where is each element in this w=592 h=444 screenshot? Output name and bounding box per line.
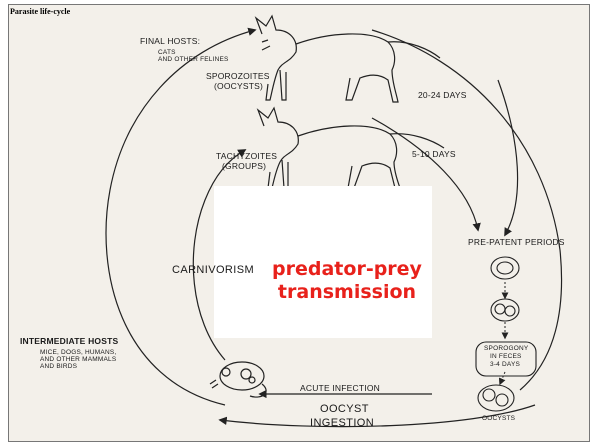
carnivorism-label: CARNIVORISM	[172, 265, 254, 277]
overlay-line-1: predator-prey	[272, 258, 422, 281]
days-20-24-label: 20-24 DAYS	[418, 91, 467, 100]
cycle-arrow-to-prepatent	[498, 80, 518, 235]
intermediate-detail-3: AND BIRDS	[40, 364, 77, 371]
cat-middle-figure	[258, 108, 444, 188]
sporozoites-label: SPOROZOITES	[206, 72, 270, 81]
oocyst-ingestion-line-1: OOCYST	[320, 404, 369, 416]
oocysts-label: OOCYSTS	[482, 416, 515, 423]
final-hosts-detail-2: AND OTHER FELINES	[158, 57, 229, 64]
final-hosts-label: FINAL HOSTS:	[140, 37, 200, 46]
overlay-line-2: transmission	[272, 281, 422, 304]
tachyzoites-sub: (GROUPS)	[222, 162, 266, 171]
pre-patent-label: PRE-PATENT PERIODS	[468, 238, 565, 247]
sporogony-line-1: SPOROGONY	[484, 346, 528, 353]
tachyzoites-label: TACHYZOITES	[216, 152, 277, 161]
acute-infection-label: ACUTE INFECTION	[300, 384, 380, 393]
oocyst-stage-1	[491, 257, 519, 279]
sporogony-line-3: 3-4 DAYS	[490, 362, 520, 369]
dashed-stage-link-3	[500, 372, 505, 384]
oocyst-stage-icons	[478, 257, 519, 411]
days-5-10-label: 5-10 DAYS	[412, 150, 456, 159]
sporogony-line-2: IN FECES	[490, 354, 522, 361]
cat-top-figure	[256, 16, 440, 102]
slide-title: Parasite life-cycle	[10, 7, 70, 16]
intermediate-hosts-label: INTERMEDIATE HOSTS	[20, 337, 118, 346]
predator-prey-overlay: predator-prey transmission	[272, 258, 422, 304]
mouse-figure	[210, 362, 266, 397]
sporozoites-sub: (OOCYSTS)	[214, 82, 263, 91]
oocyst-ingestion-line-2: INGESTION	[310, 418, 374, 430]
